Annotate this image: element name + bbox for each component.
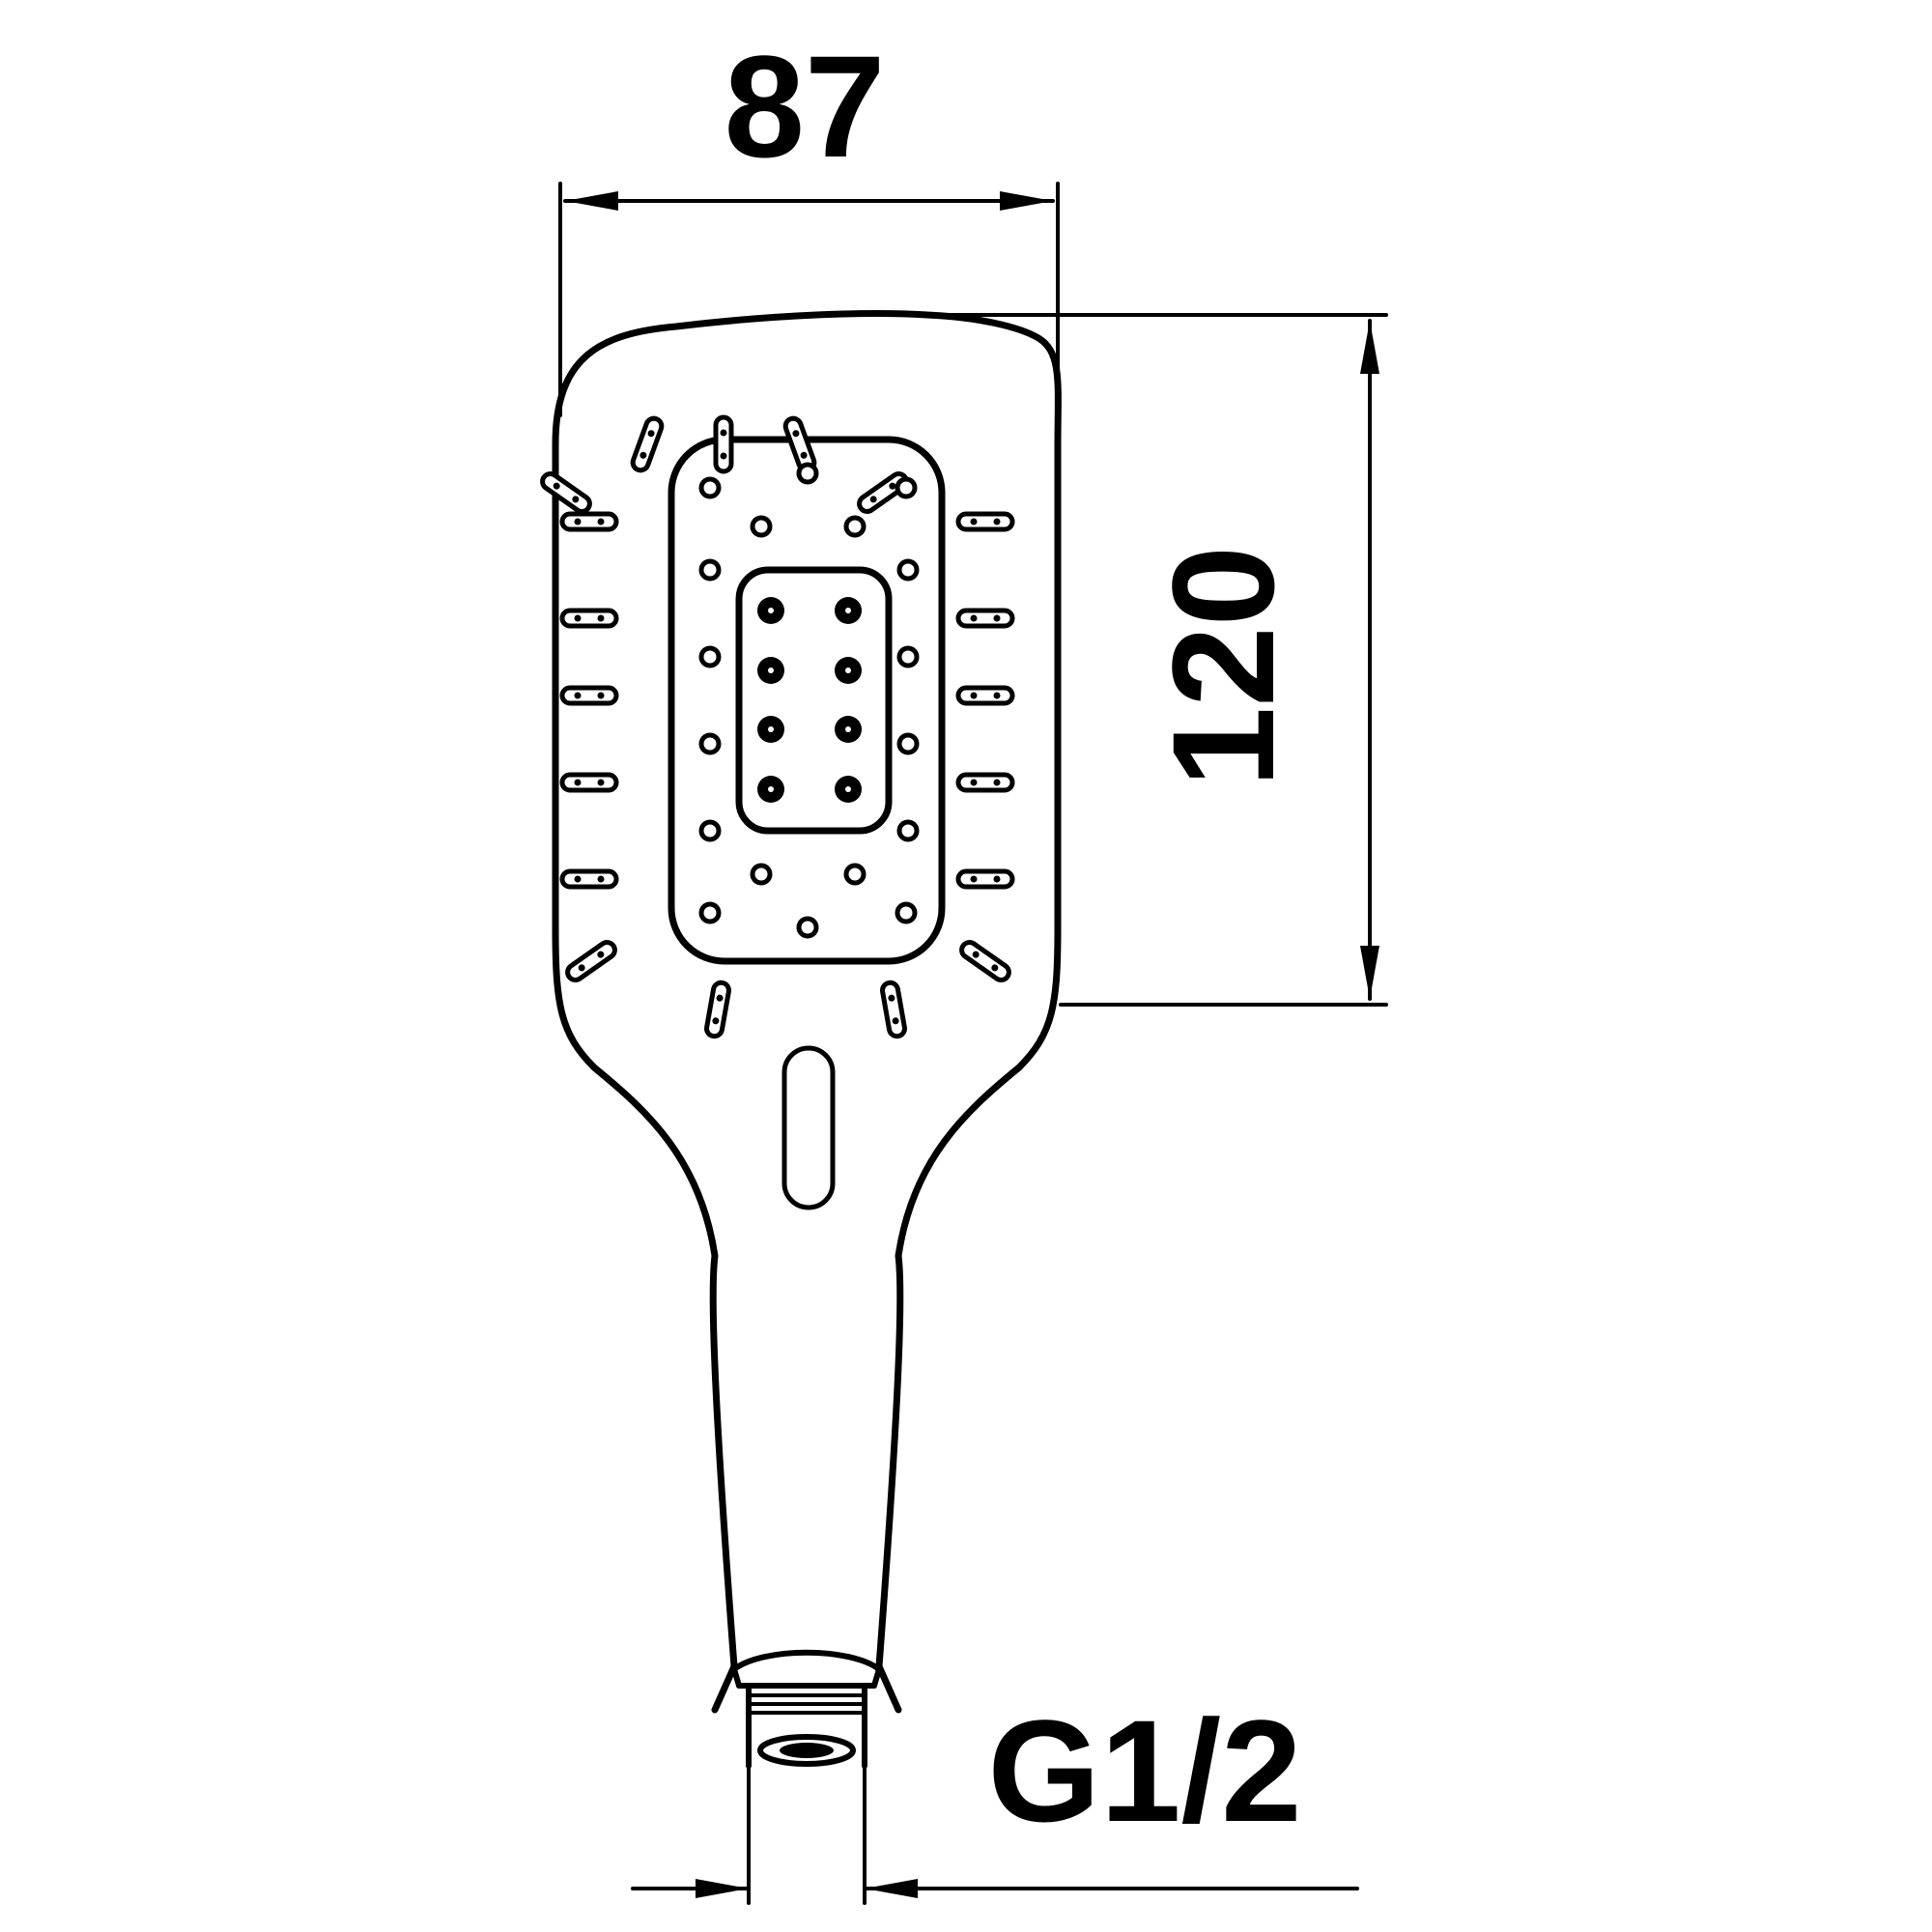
middle-ring-nozzle (796, 916, 819, 939)
width-arrow-right (1000, 191, 1053, 211)
outer-slot-nozzle (955, 685, 1015, 706)
thread-bore (780, 1743, 834, 1758)
thread-label: G1/2 (987, 1690, 1301, 1852)
center-nozzle (757, 776, 784, 803)
thread-dimension: G1/2 (631, 1690, 1359, 1905)
outer-slot-nozzle (630, 415, 665, 473)
middle-ring-nozzle (896, 819, 920, 842)
thread-arrow-right (865, 1879, 918, 1898)
width-dimension: 87 (558, 25, 1060, 417)
center-nozzle (835, 716, 862, 743)
middle-ring-nozzle (896, 732, 920, 755)
center-nozzle (835, 657, 862, 684)
outer-slot-nozzle (559, 868, 619, 890)
center-nozzle (757, 597, 784, 624)
shower-head-outline (552, 310, 1062, 1714)
middle-ring-nozzle (698, 645, 722, 668)
middle-ring-nozzle (698, 558, 722, 582)
outer-slot-nozzle (540, 471, 592, 514)
outer-slot-nozzle (565, 940, 617, 982)
width-label: 87 (724, 25, 886, 187)
middle-ring-nozzle (796, 462, 819, 485)
middle-nozzle-ring (698, 462, 920, 939)
middle-ring-nozzle (843, 863, 867, 886)
middle-ring-nozzle (896, 645, 920, 668)
outer-slot-nozzle (955, 868, 1015, 890)
middle-ring-nozzle (895, 476, 918, 499)
mode-switch-button (781, 1045, 836, 1210)
outer-slot-nozzle (955, 772, 1015, 793)
middle-ring-nozzle (843, 515, 867, 538)
outer-slot-nozzle (880, 980, 907, 1039)
middle-ring-nozzle (698, 476, 722, 499)
center-nozzle (757, 657, 784, 684)
middle-ring-nozzle (698, 732, 722, 755)
outer-slot-nozzle (713, 414, 734, 474)
outer-slot-nozzle (959, 940, 1011, 982)
middle-ring-nozzle (895, 901, 918, 924)
center-nozzle-grid (757, 597, 862, 803)
outer-slot-nozzle (559, 685, 619, 706)
inner-spray-frame (735, 566, 893, 835)
outer-slot-nozzle (559, 608, 619, 629)
center-nozzle (835, 776, 862, 803)
outer-slot-nozzle (955, 511, 1015, 532)
outer-nozzle-ring (540, 414, 1015, 1039)
middle-ring-nozzle (896, 558, 920, 582)
height-label: 120 (1142, 546, 1304, 787)
height-arrow-top (1360, 321, 1379, 374)
middle-ring-nozzle (698, 819, 722, 842)
middle-spray-frame (668, 436, 946, 965)
width-arrow-left (565, 191, 618, 211)
outer-slot-nozzle (955, 608, 1015, 629)
outer-slot-nozzle (559, 772, 619, 793)
height-dimension: 120 (925, 313, 1388, 1007)
thread-connector (731, 1649, 882, 1769)
center-nozzle (757, 716, 784, 743)
outer-slot-nozzle (559, 511, 619, 532)
middle-ring-nozzle (698, 901, 722, 924)
thread-arrow-left (696, 1879, 749, 1898)
outer-slot-nozzle (704, 980, 731, 1039)
height-arrow-bottom (1360, 946, 1379, 999)
middle-ring-nozzle (750, 863, 773, 886)
center-nozzle (835, 597, 862, 624)
middle-ring-nozzle (750, 515, 773, 538)
